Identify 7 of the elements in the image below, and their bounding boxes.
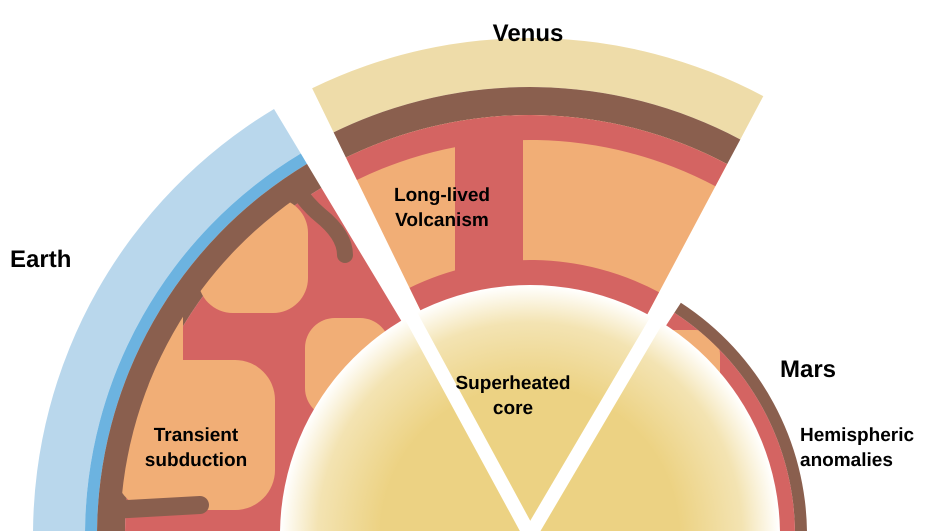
region-label: Superheated core	[454, 372, 572, 421]
planet-label: Earth	[10, 245, 72, 275]
planet-label: Venus	[492, 19, 564, 49]
region-label: Hemispheric anomalies	[800, 424, 916, 473]
region-label: Long-lived Volcanism	[392, 184, 492, 233]
region-label: Transient subduction	[144, 424, 248, 473]
planet-label: Mars	[780, 355, 838, 385]
